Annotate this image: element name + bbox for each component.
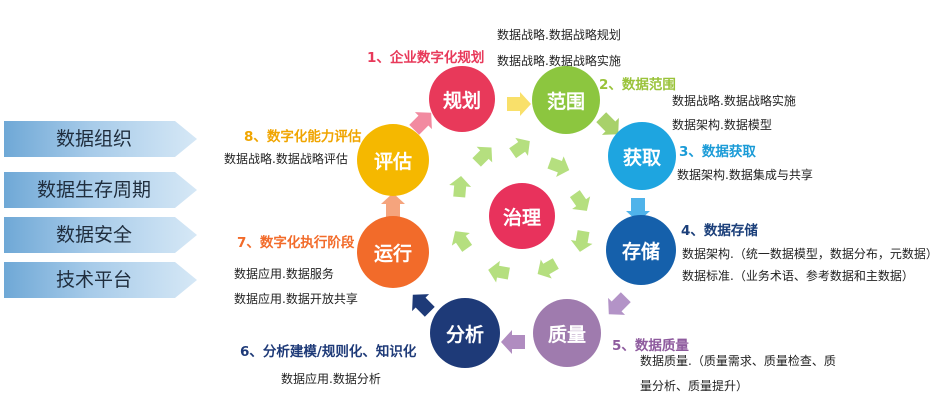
stage-desc-scope-2: 数据架构.数据模型 [672,118,772,132]
stage-circle-quality: 质量 [533,299,601,367]
stage-circle-run: 运行 [357,216,429,288]
stage-circle-store: 存储 [606,215,676,285]
stage-desc-store-1: 数据架构.（统一数据模型，数据分布，元数据） [682,247,937,261]
stage-desc-evaluate-1: 数据战略.数据战略评估 [224,152,348,166]
stage-label: 评估 [373,150,412,173]
stage-title-store: 4、数据存储 [681,223,758,239]
stage-circle-analysis: 分析 [430,298,500,368]
center-label: 治理 [502,206,541,229]
cycle-arrow-quality-to-analysis [501,330,525,354]
stage-desc-store-2: 数据标准.（业务术语、参考数据和主数据） [682,269,914,283]
side-tag-data-lifecycle: 数据生存周期 [4,172,197,208]
stage-title-quality: 5、数据质量 [612,338,689,354]
stage-label: 质量 [547,323,586,346]
stage-circle-plan: 规划 [429,66,495,132]
inner-arrow-7 [451,231,473,252]
tag-arrow-shape [4,262,197,298]
inner-arrow-8 [449,176,472,198]
side-tag-data-security: 数据安全 [4,217,197,253]
inner-arrow-2 [547,156,570,178]
stage-desc-plan-1: 数据战略.数据战略规划 [497,28,621,42]
inner-arrow-4 [570,230,593,252]
cycle-arrow-analysis-to-run [412,294,435,317]
stage-desc-acquire-1: 数据架构.数据集成与共享 [677,168,813,182]
inner-arrow-9 [472,146,493,167]
stage-label: 规划 [442,89,481,112]
side-tag-label: 数据生存周期 [36,179,151,201]
stage-desc-quality-2: 量分析、质量提升） [640,379,749,393]
cycle-arrow-evaluate-to-plan [409,112,432,135]
stage-title-run: 7、数字化执行阶段 [237,235,355,251]
stage-label: 获取 [622,146,661,169]
inner-arrow-1 [509,137,530,159]
stage-circle-evaluate: 评估 [357,124,429,196]
stage-label: 存储 [621,240,660,263]
tag-arrow-shape [4,172,197,208]
cycle-arrow-plan-to-scope [507,92,531,116]
stage-title-acquire: 3、数据获取 [679,144,756,160]
stage-label: 运行 [373,242,412,265]
stage-title-scope: 2、数据范围 [599,77,676,93]
stage-title-plan: 1、企业数字化规划 [367,50,485,66]
stage-label: 分析 [445,323,484,346]
stage-desc-scope-1: 数据战略.数据战略实施 [672,94,796,108]
cycle-arrow-store-to-quality [608,292,631,315]
center-governance-circle: 治理 [489,183,555,249]
stage-label: 范围 [546,90,585,113]
side-tag-label: 技术平台 [55,269,132,291]
side-tag-label: 数据安全 [55,224,132,246]
inner-arrow-3 [569,190,591,211]
inner-arrow-6 [488,260,510,283]
stage-desc-analysis-1: 数据应用.数据分析 [281,372,381,386]
side-tag-label: 数据组织 [55,128,132,150]
tag-arrow-shape [4,217,197,253]
stage-title-analysis: 6、分析建模/规则化、知识化 [240,344,417,360]
stage-desc-plan-2: 数据战略.数据战略实施 [497,54,621,68]
stage-title-evaluate: 8、数字化能力评估 [244,129,362,145]
stage-desc-run-1: 数据应用.数据服务 [234,267,334,281]
cycle-arrow-scope-to-acquire [596,112,619,135]
stage-desc-run-2: 数据应用.数据开放共享 [234,292,358,306]
inner-arrow-5 [537,258,559,279]
stage-desc-quality-1: 数据质量.（质量需求、质量检查、质 [640,354,836,368]
stage-circle-acquire: 获取 [608,122,676,190]
cycle-arrow-run-to-evaluate [381,193,405,217]
stage-circle-scope: 范围 [532,66,600,134]
side-tag-tech-platform: 技术平台 [4,262,197,298]
tag-arrow-shape [4,121,197,157]
side-tag-data-organization: 数据组织 [4,121,197,157]
